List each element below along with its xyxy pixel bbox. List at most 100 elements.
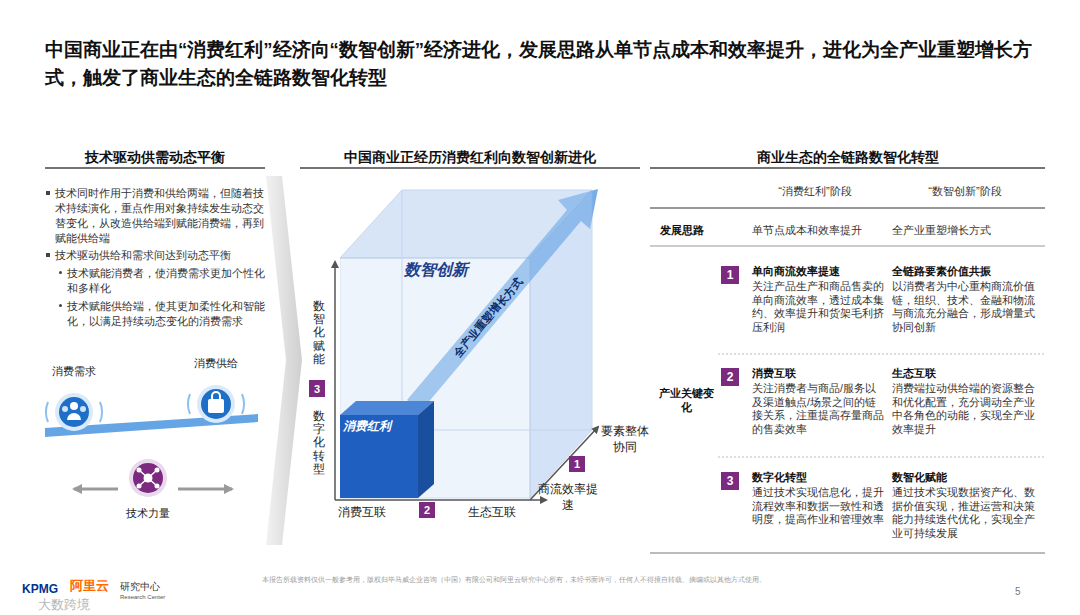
callout-text: 1 [569,456,585,472]
bullet-text: 技术赋能消费者，使消费需求更加个性化和多样化 [67,266,267,296]
net-hub [144,474,153,483]
cube-figure: 消费红利 [340,401,436,498]
person-head [80,406,86,412]
cube-side [418,401,434,498]
callout-number: 1 [569,456,585,472]
text-label: 5 [1015,585,1035,598]
table-rule [718,457,1045,458]
icon-label: 消费需求 [38,364,110,379]
callout-number: 1 [721,266,739,284]
cube-title: 数智创新 [404,260,504,281]
bullet-item: 技术同时作用于消费和供给两端，但随着技术持续演化，重点作用对象持续发生动态交替变… [45,186,267,245]
text-label: 数智化赋能 [892,470,1042,484]
y-axis [334,262,336,500]
text-label: 通过技术实现信息化，提升流程效率和数据一致性和透明度，提高作业和管理效率 [752,486,884,527]
callout-number: 3 [721,472,739,490]
table-rule [718,354,1045,355]
callout-text: 2 [721,368,739,386]
cube-edge [402,190,403,430]
header-rule [300,167,640,169]
icon-disc [133,463,163,493]
icon-ring [129,459,167,497]
cube-top [340,401,434,415]
text-label: 数字化转型 [752,470,887,484]
icon-disc [59,397,89,427]
bullet-marker [59,271,62,274]
icon-disc [201,389,231,419]
person-body [67,413,81,420]
signal-arc [46,402,48,422]
bullet-item: 技术赋能消费者，使消费需求更加个性化和多样化 [45,266,267,296]
text-label: 本报告所载资料仅供一般参考用，版权归毕马威企业咨询（中国）有限公司和阿里云研究中… [262,576,882,584]
bullet-text: 技术驱动供给和需求间达到动态平衡 [55,248,267,263]
bullet-marker [46,191,50,195]
text-label: 通过技术实现数据资产化、数据价值实现，推进运营和决策能力持续迭代优化，实现全产业… [892,486,1042,541]
cube-title: 消费红利 [343,418,417,435]
bullet-text: 技术同时作用于消费和供给两端，但随着技术持续演化，重点作用对象持续发生动态交替变… [55,186,267,245]
cube-side [530,190,592,498]
person-head [70,402,78,410]
text-label: 生态互联 [892,366,1042,380]
text-label: 全产业重塑增长方式 [892,223,1042,237]
cube-front [340,415,418,498]
text-label: 消费端拉动供给端的资源整合和优化配置，充分调动全产业中各角色的动能，实现全产业效… [892,382,1042,437]
header-rule [45,167,265,169]
text-label: 单向商流效率提速 [752,264,887,278]
text-label: 产业关键变化 [655,386,717,415]
table-rule [650,246,1045,247]
bag-handle [212,392,220,399]
cube-front [340,258,530,498]
panel-heading: 技术驱动供需动态平衡 [45,148,265,166]
icon-ring [55,393,93,431]
signal-arc [188,394,190,414]
chevron [266,176,302,545]
text-label: KPMG [22,582,66,598]
text-label: 要素整体协同 [598,424,652,455]
icon-node: 技术力量 [110,456,186,532]
double-arrow [74,488,118,491]
text-label: 研究中心 [120,580,180,593]
signal-arc [242,394,244,414]
person-head [62,406,68,412]
bullet-item: 技术赋能供给端，使其更加柔性化和智能化，以满足持续动态变化的消费需求 [45,299,267,329]
text-label: 大数跨境 [38,597,118,614]
icon-node: 消费需求 [38,364,110,438]
net-dot [137,468,142,473]
text-label: “消费红利”阶段 [745,184,885,198]
icon-node: 消费供给 [178,356,254,430]
bullet-marker [46,253,50,257]
x-axis [335,499,546,501]
callout-text: 3 [721,472,739,490]
table-rule [650,553,1045,554]
panel-heading: 商业生态的全链路数智化转型 [650,148,1045,166]
double-arrow [178,488,232,491]
axis-label: 数字化转型 [313,410,325,476]
text-panel: 技术同时作用于消费和供给两端，但随着技术持续演化，重点作用对象持续发生动态交替变… [45,184,267,335]
callout-number: 2 [721,368,739,386]
signal-arc [100,402,102,422]
text-label: 生态互联 [468,505,538,521]
text-label: Research Center [120,594,190,602]
text-label: 商流效率提速 [538,482,598,513]
text-label: “数智创新”阶段 [890,184,1040,198]
bullet-item: 技术驱动供给和需求间达到动态平衡 [45,248,267,263]
bullet-text: 技术赋能供给端，使其更加柔性化和智能化，以满足持续动态变化的消费需求 [67,299,267,329]
header-rule [650,167,1045,169]
text-label: 消费互联 [338,505,408,521]
net-dot [155,484,160,489]
icon-symbol [110,456,186,532]
bullet-marker [59,304,62,307]
text-label: 全链路要素价值共振 [892,264,1042,278]
panel-heading: 中国商业正经历消费红利向数智创新进化 [300,148,640,166]
text-label: 发展思路 [660,223,730,237]
table-rule [650,207,1045,208]
text-label: 关注消费者与商品/服务以及渠道触点/场景之间的链接关系，注重提高存量商品的售卖效… [752,382,884,437]
text-label: 关注产品生产和商品售卖的单向商流效率，透过成本集约、效率提升和货架毛利挤压利润 [752,280,884,335]
text-label: 消费互联 [752,366,887,380]
icon-label: 消费供给 [178,356,254,371]
text-label: 单节点成本和效率提升 [752,223,887,237]
net-dot [155,468,160,473]
callout-text: 2 [419,502,435,518]
page-title: 中国商业正在由“消费红利”经济向“数智创新”经济进化，发展思路从单节点成本和效率… [45,36,1050,92]
